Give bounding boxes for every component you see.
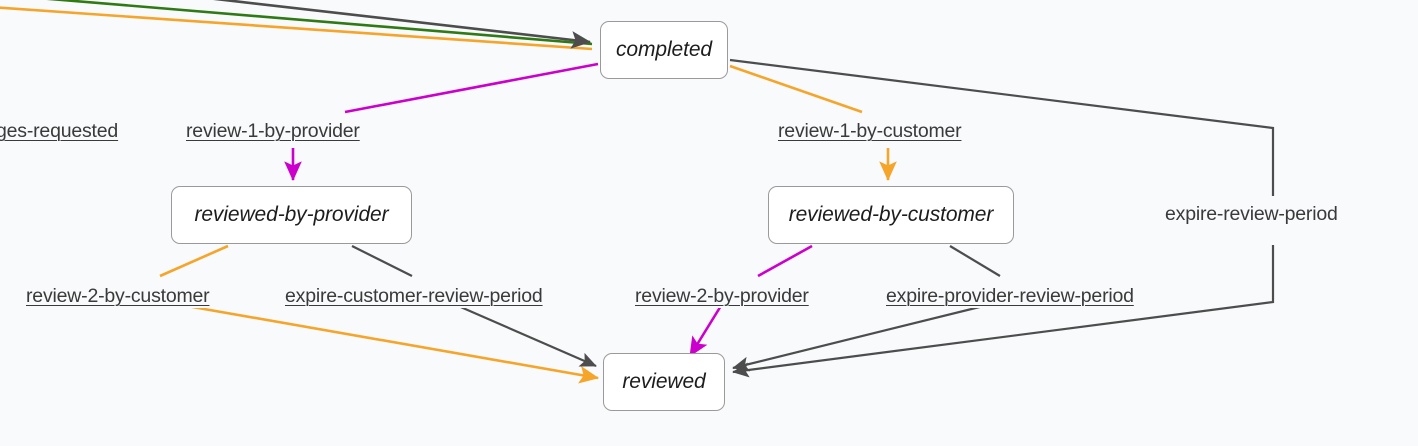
edge-expire-customer-review-period [351,245,413,277]
edge-incoming-orange [0,6,593,51]
edge-label-review-2-by-customer[interactable]: review-2-by-customer [24,285,212,308]
edge-expire-customer-review-period-lower [439,296,597,368]
edge-review-1-by-provider [344,62,599,114]
edge-label-changes-requested[interactable]: ges-requested [0,120,121,143]
edge-incoming-gray [213,0,592,49]
edge-review-2-by-customer-lower [129,294,600,384]
edge-review-2-by-customer [159,244,229,278]
state-node-reviewed[interactable]: reviewed [603,353,725,411]
edge-expire-provider-review-period-lower [732,298,1009,372]
edge-label-review-2-by-provider[interactable]: review-2-by-provider [633,285,811,308]
edge-label-expire-review-period[interactable]: expire-review-period [1163,203,1340,226]
state-node-reviewed-by-provider[interactable]: reviewed-by-provider [171,186,412,244]
state-node-label: reviewed [622,370,706,393]
edge-label-expire-provider-review-period[interactable]: expire-provider-review-period [884,285,1136,308]
edge-expire-provider-review-period [949,245,1001,277]
edge-expire-review-period-lower [732,245,1275,378]
state-node-label: reviewed-by-customer [788,203,994,226]
edge-label-review-1-by-customer[interactable]: review-1-by-customer [776,120,964,143]
edge-review-1-by-customer [729,64,863,114]
state-node-label: reviewed-by-provider [194,203,389,226]
state-node-reviewed-by-customer[interactable]: reviewed-by-customer [768,186,1014,244]
state-node-label: completed [616,38,712,61]
edge-incoming-green [46,0,593,46]
edge-label-review-1-by-provider[interactable]: review-1-by-provider [184,120,362,143]
edge-review-2-by-provider [757,244,813,278]
state-node-completed[interactable]: completed [600,21,728,79]
edge-label-expire-customer-review-period[interactable]: expire-customer-review-period [283,285,545,308]
